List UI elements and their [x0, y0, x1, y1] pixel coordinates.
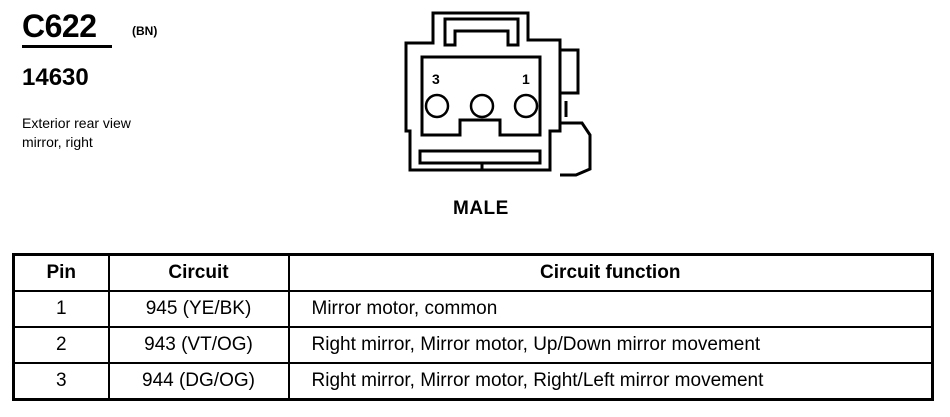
connector-latch-tab [443, 17, 520, 47]
connector-housing-outline [404, 11, 562, 172]
pin-cell: 3 [12, 362, 110, 401]
pin-cell: 2 [12, 326, 110, 364]
connector-side-lock [560, 48, 580, 95]
circuit-cell: 945 (YE/BK) [107, 290, 290, 328]
connector-gender-label: MALE [453, 198, 509, 219]
table-row: 2 943 (VT/OG) Right mirror, Mirror motor… [12, 326, 934, 364]
part-number: 14630 [22, 64, 89, 91]
pin-cavity-1 [513, 93, 539, 119]
circuit-cell: 944 (DG/OG) [107, 362, 290, 401]
pin-cavity-2 [469, 93, 495, 119]
connector-id-underline [22, 45, 112, 48]
connector-side-ramp [560, 121, 592, 177]
description-line-2: mirror, right [22, 134, 93, 150]
function-cell: Right mirror, Mirror motor, Up/Down mirr… [287, 326, 934, 364]
pin-label-1: 1 [522, 71, 530, 87]
pin-table: Pin Circuit Circuit function 1 945 (YE/B… [12, 253, 934, 401]
table-row: 1 945 (YE/BK) Mirror motor, common [12, 290, 934, 328]
connector-face-diagram: 3 1 [404, 11, 592, 177]
pin-label-3: 3 [432, 71, 440, 87]
pin-cell: 1 [12, 290, 110, 328]
function-cell: Mirror motor, common [287, 290, 934, 328]
connector-cavity-outline [420, 55, 542, 137]
description-line-1: Exterior rear view [22, 115, 131, 131]
table-header-row: Pin Circuit Circuit function [12, 253, 934, 292]
color-code: (BN) [132, 24, 158, 38]
header-circuit-function: Circuit function [287, 253, 934, 292]
connector-description: Exterior rear view mirror, right [22, 114, 131, 152]
header-circuit: Circuit [107, 253, 290, 292]
circuit-cell: 943 (VT/OG) [107, 326, 290, 364]
header-pin: Pin [12, 253, 110, 292]
table-row: 3 944 (DG/OG) Right mirror, Mirror motor… [12, 362, 934, 401]
connector-id: C622 [22, 8, 97, 44]
pin-cavity-3 [424, 93, 450, 119]
function-cell: Right mirror, Mirror motor, Right/Left m… [287, 362, 934, 401]
connector-bottom-rail [418, 149, 542, 165]
